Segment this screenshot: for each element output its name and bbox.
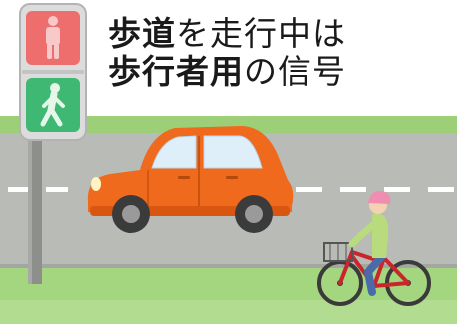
pedestrian-walking-icon bbox=[40, 83, 65, 127]
caption-line-1: 歩道を走行中は bbox=[108, 14, 346, 54]
curb bbox=[0, 264, 457, 268]
caption-line-2: 歩行者用の信号 bbox=[108, 52, 346, 92]
caption-line-2-bold: 歩行者用 bbox=[108, 52, 244, 91]
caption-line-1-rest: を走行中は bbox=[176, 14, 346, 53]
caption-line-2-rest: の信号 bbox=[244, 52, 346, 91]
grass-top bbox=[0, 116, 457, 133]
caption-line-1-bold: 歩道 bbox=[108, 14, 176, 53]
car bbox=[87, 126, 294, 233]
pedestrian-standing-icon bbox=[46, 16, 60, 59]
cyclist bbox=[317, 190, 431, 306]
pedestrian-signal bbox=[19, 3, 87, 141]
lane-markings bbox=[8, 187, 454, 192]
